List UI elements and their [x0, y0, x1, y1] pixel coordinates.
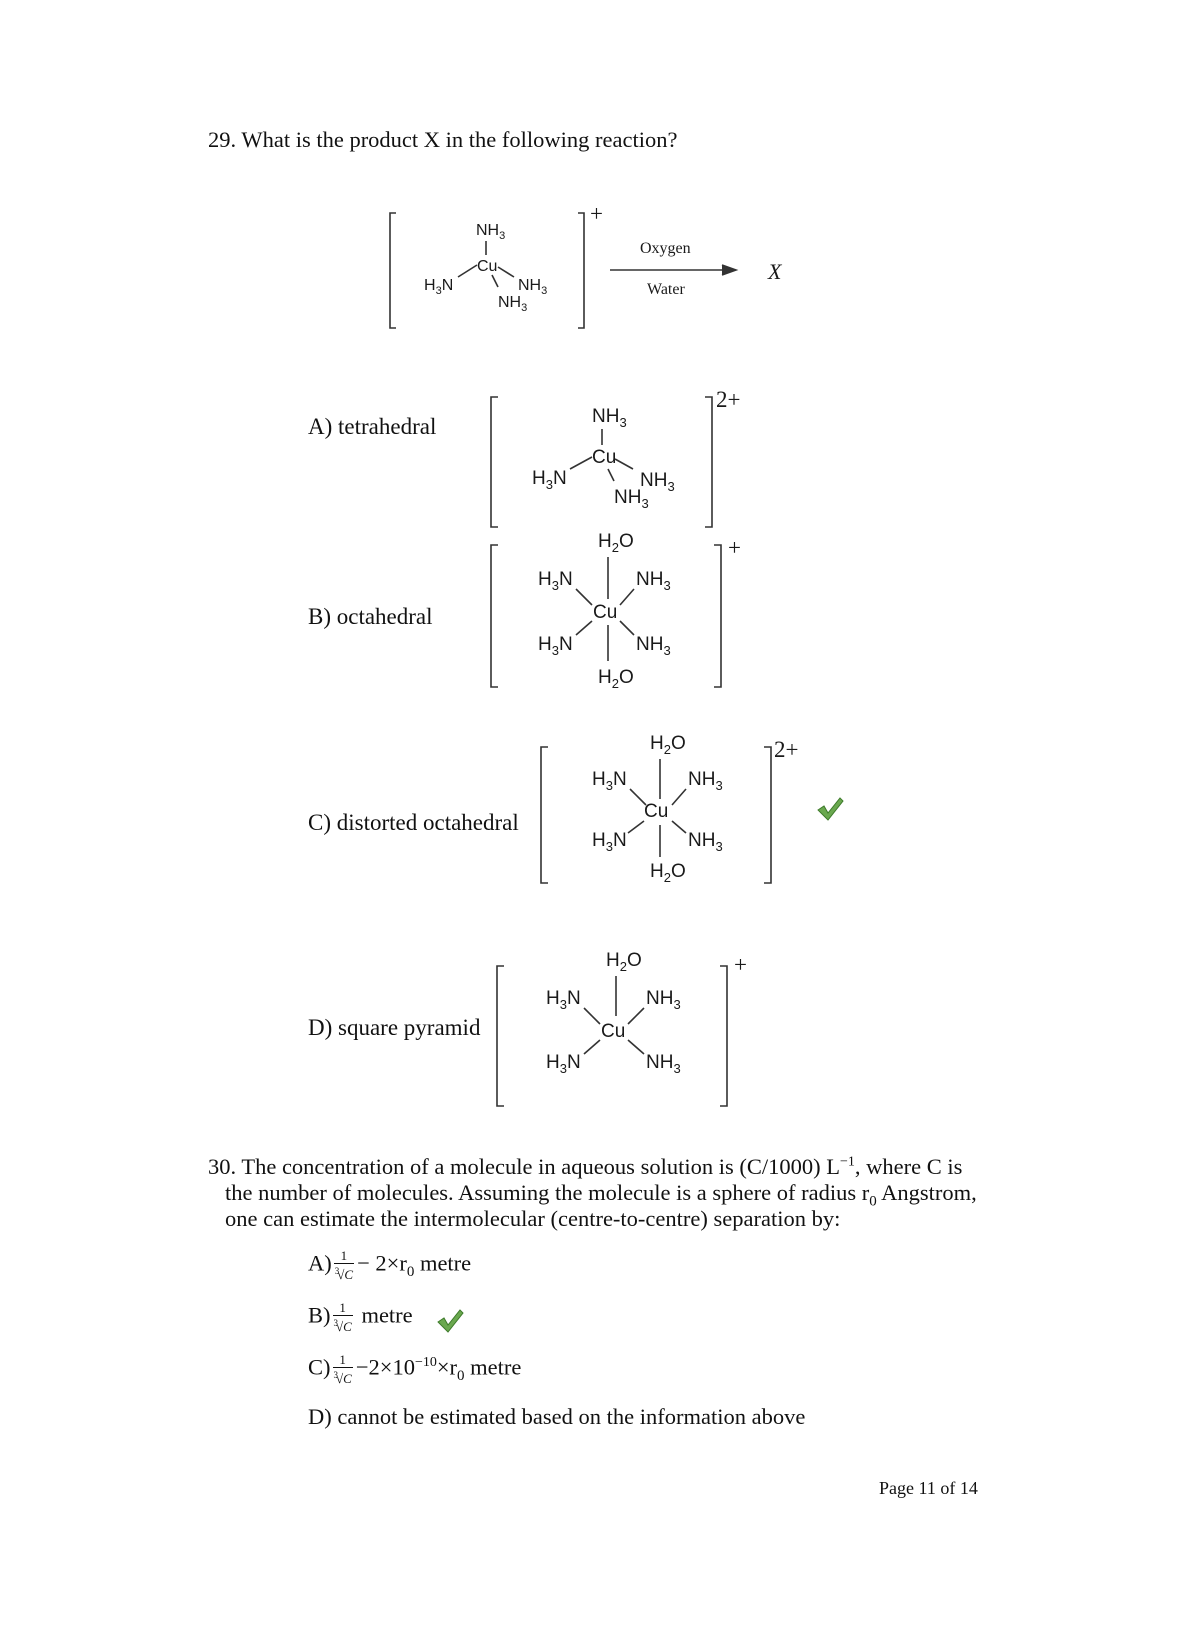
q29-option-b-structure: + H2O H3N NH3 Cu H3N NH3 H2O — [490, 531, 741, 691]
svg-text:Cu: Cu — [593, 602, 617, 623]
arrow-top-condition: Oxygen — [640, 240, 691, 257]
q29-option-b-label: B) octahedral — [308, 604, 433, 629]
svg-text:H3N: H3N — [538, 569, 573, 593]
option-a-charge: 2+ — [716, 387, 740, 412]
q30-prompt-line2: the number of molecules. Assuming the mo… — [225, 1180, 977, 1210]
svg-text:H3N: H3N — [546, 1052, 581, 1076]
reaction-product: X — [767, 259, 783, 284]
svg-text:H2O: H2O — [598, 667, 634, 691]
svg-text:NH3: NH3 — [476, 222, 505, 242]
svg-text:H2O: H2O — [598, 531, 634, 555]
svg-text:NH3: NH3 — [640, 470, 675, 494]
svg-text:Cu: Cu — [477, 258, 497, 275]
svg-text:NH3: NH3 — [518, 277, 547, 297]
svg-text:Cu: Cu — [601, 1021, 625, 1042]
svg-text:NH3: NH3 — [646, 1052, 681, 1076]
option-c-charge: 2+ — [774, 737, 798, 762]
svg-text:Cu: Cu — [592, 447, 616, 468]
svg-text:H2O: H2O — [650, 861, 686, 885]
svg-text:H3N: H3N — [532, 468, 567, 492]
arrow-bottom-condition: Water — [647, 281, 685, 298]
q29-option-a-structure: 2+ NH3 Cu H3N NH3 NH3 — [490, 387, 740, 528]
svg-text:H3N: H3N — [592, 769, 627, 793]
svg-text:NH3: NH3 — [636, 634, 671, 658]
q30-prompt-line3: one can estimate the intermolecular (cen… — [225, 1206, 841, 1231]
svg-text:H3N: H3N — [546, 988, 581, 1012]
option-d-charge: + — [734, 952, 747, 977]
svg-text:NH3: NH3 — [592, 406, 627, 430]
page-number: Page 11 of 14 — [879, 1478, 978, 1498]
q29-option-d-structure: + H2O H3N NH3 Cu H3N NH3 — [496, 950, 747, 1107]
q29-option-a-label: A) tetrahedral — [308, 414, 437, 439]
q29-option-d-label: D) square pyramid — [308, 1015, 481, 1040]
q30-option-b-correct-check-icon — [437, 1309, 464, 1333]
svg-text:NH3: NH3 — [636, 569, 671, 593]
svg-text:NH3: NH3 — [646, 988, 681, 1012]
svg-text:NH3: NH3 — [688, 769, 723, 793]
option-b-charge: + — [728, 535, 741, 560]
q29-option-c-structure: 2+ H2O H3N NH3 Cu H3N NH3 H2O — [540, 733, 798, 885]
svg-text:H2O: H2O — [650, 733, 686, 757]
svg-text:NH3: NH3 — [688, 830, 723, 854]
svg-text:NH3: NH3 — [498, 294, 527, 314]
svg-text:H3N: H3N — [592, 830, 627, 854]
q29-option-c-label: C) distorted octahedral — [308, 810, 519, 835]
svg-text:H3N: H3N — [538, 634, 573, 658]
q29-reaction-scheme: + NH3 Cu H3N NH3 NH3 Oxygen Water X — [389, 201, 783, 329]
svg-text:H2O: H2O — [606, 950, 642, 974]
q29-prompt: 29. What is the product X in the followi… — [208, 127, 678, 152]
option-c-correct-check-icon — [817, 797, 844, 821]
q30-prompt-line1: 30. The concentration of a molecule in a… — [208, 1154, 963, 1179]
svg-text:H3N: H3N — [424, 277, 453, 297]
reactant-charge: + — [590, 201, 603, 226]
q30-option-d: D) cannot be estimated based on the info… — [308, 1404, 806, 1429]
svg-text:Cu: Cu — [644, 801, 668, 822]
